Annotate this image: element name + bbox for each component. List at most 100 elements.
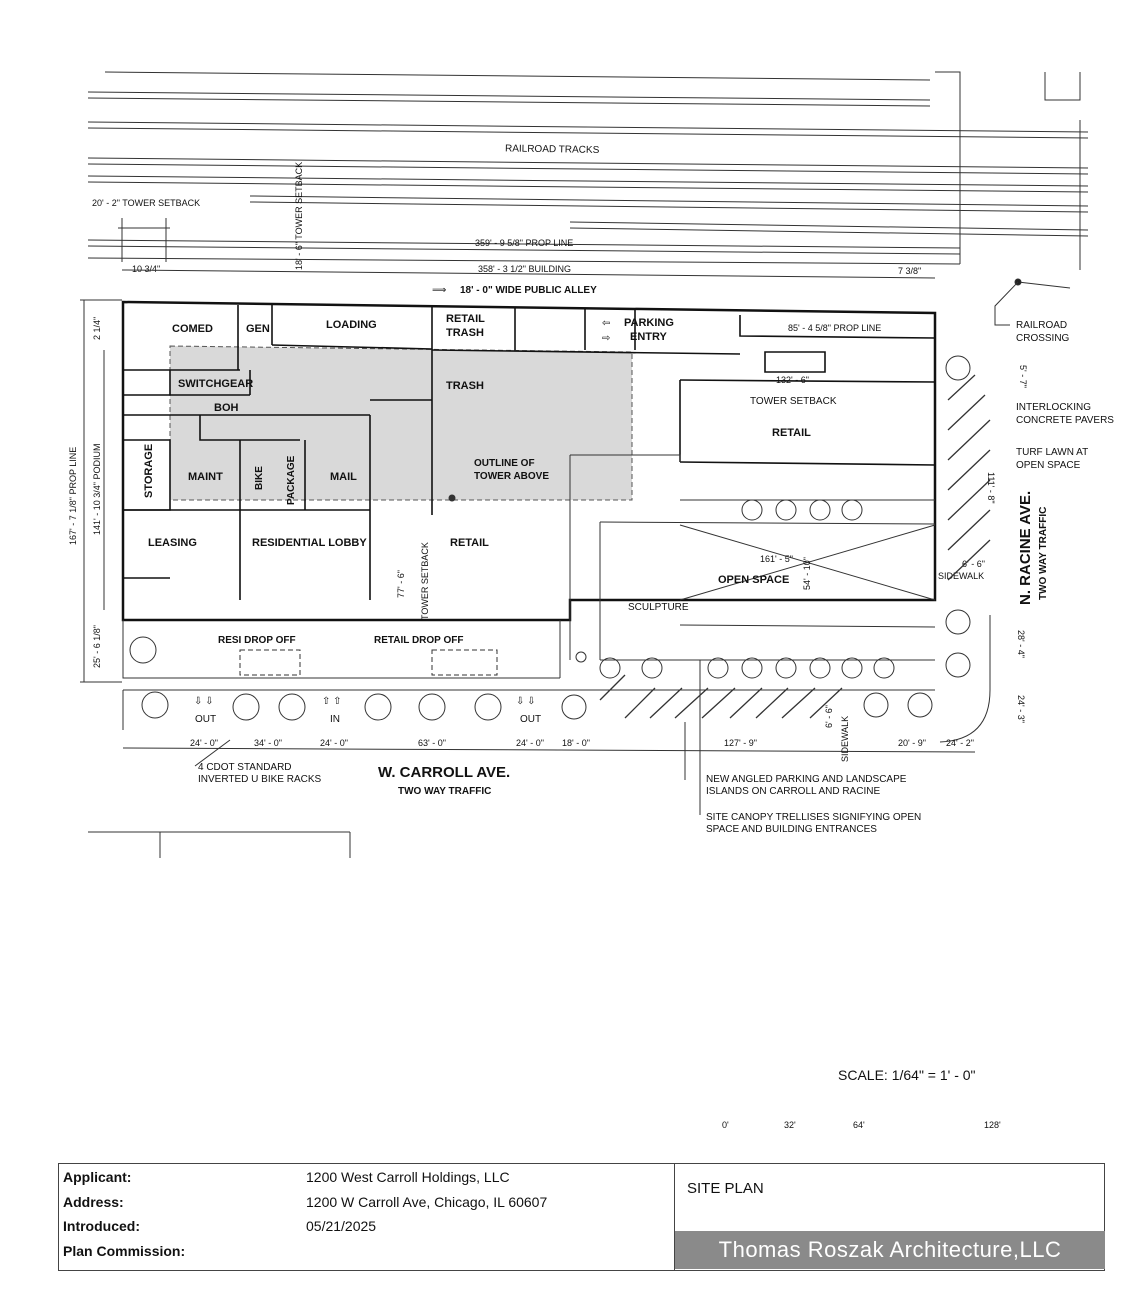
applicant-value: 1200 West Carroll Holdings, LLC	[306, 1169, 510, 1185]
room-switchgear: SWITCHGEAR	[178, 378, 253, 390]
room-gen: GEN	[246, 323, 270, 335]
sheet-title: SITE PLAN	[687, 1180, 764, 1197]
sculpture-label: SCULPTURE	[628, 602, 689, 613]
scale-label: SCALE: 1/64" = 1' - 0"	[838, 1067, 976, 1083]
site-plan-drawing: RAILROAD TRACKS 20' - 2" TOWER SETBACK 1…	[68, 71, 1114, 858]
dim-5-7: 5' - 7"	[1018, 365, 1028, 388]
open-space-label: OPEN SPACE	[718, 574, 789, 586]
dim-7-3-8: 7 3/8"	[898, 266, 921, 276]
scale-tick-32: 32'	[784, 1120, 796, 1130]
room-comed: COMED	[172, 323, 213, 335]
railroad-tracks-label: RAILROAD TRACKS	[505, 143, 600, 156]
tower-outline-marker	[448, 494, 456, 502]
bottom-dim-6: 127' - 9"	[724, 738, 757, 748]
w-carroll-label: W. CARROLL AVE.	[378, 764, 510, 781]
dim-6-6-bottom: 6' - 6"	[824, 705, 834, 728]
room-maint: MAINT	[188, 471, 223, 483]
prop-line-left-label: 167' - 7 1/8" PROP LINE	[68, 447, 78, 545]
adjacent-structure	[88, 831, 351, 858]
tower-setback-left-label: 20' - 2" TOWER SETBACK	[92, 198, 200, 208]
bottom-dim-2: 24' - 0"	[320, 738, 348, 748]
dim-111-8: 111' - 8"	[986, 472, 996, 504]
room-leasing: LEASING	[148, 537, 197, 549]
room-loading: LOADING	[326, 319, 377, 331]
scale-tick-64: 64'	[853, 1120, 865, 1130]
resi-drop-off-label: RESI DROP OFF	[218, 635, 296, 646]
in-label: IN	[330, 714, 340, 725]
left-dimension-lines	[80, 299, 122, 683]
room-retail-center: RETAIL	[450, 537, 489, 549]
room-trash: TRASH	[446, 380, 484, 392]
building-length-label: 358' - 3 1/2" BUILDING	[478, 264, 571, 274]
bottom-dimensions: 24' - 0" 34' - 0" 24' - 0" 63' - 0" 24' …	[190, 738, 974, 748]
drop-off-lane	[122, 615, 991, 753]
podium-label: 141' - 10 3/4" PODIUM	[92, 444, 102, 535]
leader-lines	[194, 660, 701, 815]
out-arrows-left: ⇩ ⇩	[194, 696, 214, 707]
sidewalk-right-label: SIDEWALK	[938, 571, 984, 581]
out-right-label: OUT	[520, 714, 541, 725]
retail-drop-off-label: RETAIL DROP OFF	[374, 635, 463, 646]
tower-setback-right-label: TOWER SETBACK	[750, 396, 837, 407]
out-left-label: OUT	[195, 714, 216, 725]
out-arrows-right: ⇩ ⇩	[516, 696, 536, 707]
applicant-label: Applicant:	[63, 1169, 132, 1185]
parking-arrows: ⇦⇨	[602, 318, 610, 344]
room-bike: BIKE	[254, 466, 265, 490]
dim-54-10: 54' - 10"	[802, 557, 812, 590]
prop-line-85-label: 85' - 4 5/8" PROP LINE	[788, 323, 881, 333]
bottom-dim-4: 24' - 0"	[516, 738, 544, 748]
n-racine-traffic: TWO WAY TRAFFIC	[1038, 507, 1049, 600]
room-walls	[123, 305, 936, 600]
dim-10-3-4: 10 3/4"	[132, 264, 160, 274]
title-block: Applicant: 1200 West Carroll Holdings, L…	[58, 1163, 1105, 1271]
n-racine-label: N. RACINE AVE.	[1017, 491, 1034, 605]
room-residential-lobby: RESIDENTIAL LOBBY	[252, 537, 367, 549]
address-label: Address:	[63, 1194, 124, 1210]
room-package: PACKAGE	[286, 455, 297, 505]
tower-setback-vertical-label: 18' - 6" TOWER SETBACK	[294, 162, 304, 270]
bottom-dim-0: 24' - 0"	[190, 738, 218, 748]
tower-setback-mid-label: TOWER SETBACK	[420, 542, 430, 620]
room-mail: MAIL	[330, 471, 357, 483]
sculpture-marker	[575, 651, 587, 663]
firm-name: Thomas Roszak Architecture,LLC	[675, 1231, 1105, 1269]
address-value: 1200 W Carroll Ave, Chicago, IL 60607	[306, 1194, 548, 1210]
alley-arrow: ⟹	[432, 285, 446, 296]
scale-tick-128: 128'	[984, 1120, 1001, 1130]
room-boh: BOH	[214, 402, 239, 414]
dim-161-5: 161' - 5"	[760, 554, 793, 564]
dimension-lines-top	[118, 218, 936, 279]
bottom-dim-1: 34' - 0"	[254, 738, 282, 748]
dim-77-6: 77' - 6"	[396, 570, 406, 598]
dim-25-6: 25' - 6 1/8"	[92, 625, 102, 668]
dim-24-3: 24' - 3"	[1016, 695, 1026, 723]
room-storage: STORAGE	[143, 444, 155, 498]
dim-6-6-right: 6' - 6"	[962, 559, 985, 569]
bottom-dim-3: 63' - 0"	[418, 738, 446, 748]
sidewalk-bottom-label: SIDEWALK	[840, 716, 850, 762]
bottom-dim-7: 20' - 9"	[898, 738, 926, 748]
introduced-value: 05/21/2025	[306, 1218, 377, 1234]
railroad-tracks	[87, 71, 1089, 270]
room-retail-upper: RETAIL	[772, 427, 811, 439]
bottom-dim-5: 18' - 0"	[562, 738, 590, 748]
dim-132-6: 132' - 6"	[776, 375, 809, 385]
scale-tick-0: 0'	[722, 1120, 729, 1130]
project-info: Applicant: 1200 West Carroll Holdings, L…	[59, 1164, 675, 1270]
bottom-dim-8: 24' - 2"	[946, 738, 974, 748]
open-space-trellis	[569, 454, 936, 661]
angled-parking	[599, 374, 991, 719]
railroad-crossing-symbol	[994, 278, 1071, 326]
prop-line-top-label: 359' - 9 5/8" PROP LINE	[475, 238, 573, 248]
alley-label: 18' - 0" WIDE PUBLIC ALLEY	[460, 285, 597, 296]
dim-28-4: 28' - 4"	[1016, 630, 1026, 658]
